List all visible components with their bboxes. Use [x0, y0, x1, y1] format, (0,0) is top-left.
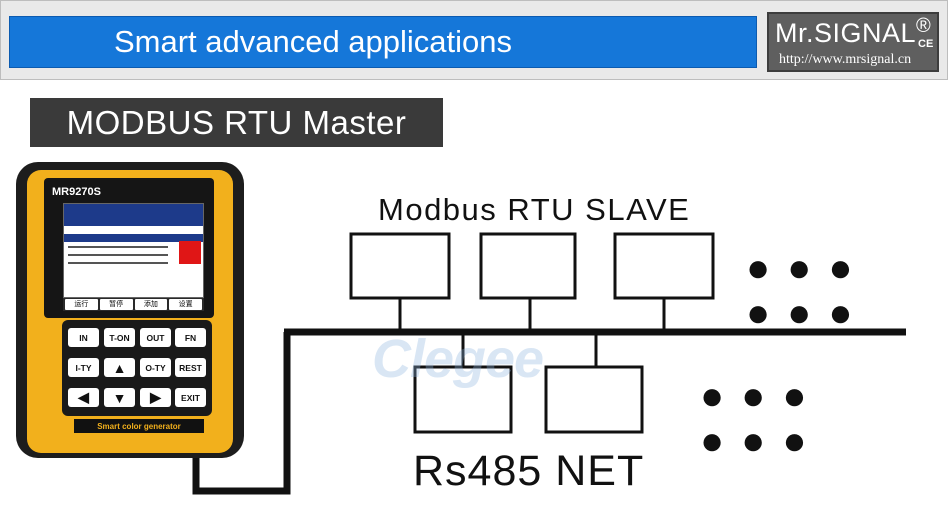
key-o-ty: O-TY — [140, 358, 171, 377]
mrsignal-logo: Mr.SIGNAL ® CE http://www.mrsignal.cn — [767, 12, 939, 72]
screen-status-cell — [179, 241, 201, 264]
slave-box-1 — [349, 232, 451, 300]
registered-mark: ® — [916, 15, 931, 37]
device-screen — [63, 203, 204, 298]
ellipsis-top: ●●● ●●● — [746, 246, 870, 335]
page-title: MODBUS RTU Master — [30, 98, 443, 147]
key-exit: EXIT — [175, 388, 206, 407]
screen-selected-row — [64, 234, 203, 242]
key-up-arrow-icon: ▲ — [104, 358, 135, 377]
page-title-text: MODBUS RTU Master — [66, 103, 407, 141]
slave-box-2 — [479, 232, 577, 300]
screen-line — [68, 246, 168, 248]
softkey-2: 暂停 — [99, 299, 133, 310]
softkey-4: 设置 — [169, 299, 202, 310]
slave-box-5 — [544, 365, 644, 434]
screen-line — [68, 254, 168, 256]
key-down-arrow-icon: ▼ — [104, 388, 135, 407]
key-i-ty: I-TY — [68, 358, 99, 377]
logo-url: http://www.mrsignal.cn — [779, 52, 912, 67]
key-right-arrow-icon: ▶ — [140, 388, 171, 407]
key-in: IN — [68, 328, 99, 347]
key-fn: FN — [175, 328, 206, 347]
softkey-1: 运行 — [65, 299, 98, 310]
banner-text: Smart advanced applications — [113, 24, 513, 59]
slave-box-3 — [613, 232, 715, 300]
device-cable — [192, 332, 291, 495]
key-rest: REST — [175, 358, 206, 377]
screen-header — [64, 204, 203, 226]
key-out: OUT — [140, 328, 171, 347]
watermark: Clegee — [372, 329, 544, 389]
screen-line — [68, 262, 168, 264]
device-keypad: IN T-ON OUT FN I-TY ▲ O-TY REST ◀ ▼ ▶ EX… — [62, 320, 212, 416]
key-t-on: T-ON — [104, 328, 135, 347]
device-model: MR9270S — [52, 186, 101, 198]
key-left-arrow-icon: ◀ — [68, 388, 99, 407]
softkey-3: 添加 — [134, 299, 168, 310]
ce-mark: CE — [918, 38, 934, 50]
banner: Smart advanced applications — [9, 16, 757, 68]
slave-label: Modbus RTU SLAVE — [378, 192, 691, 227]
device-softkeys: 运行 暂停 添加 设置 — [63, 298, 204, 311]
net-label: Rs485 NET — [413, 447, 645, 495]
logo-name: Mr.SIGNAL — [775, 18, 917, 48]
ellipsis-bottom: ●●● ●●● — [700, 374, 824, 463]
device-footer: Smart color generator — [74, 419, 204, 433]
